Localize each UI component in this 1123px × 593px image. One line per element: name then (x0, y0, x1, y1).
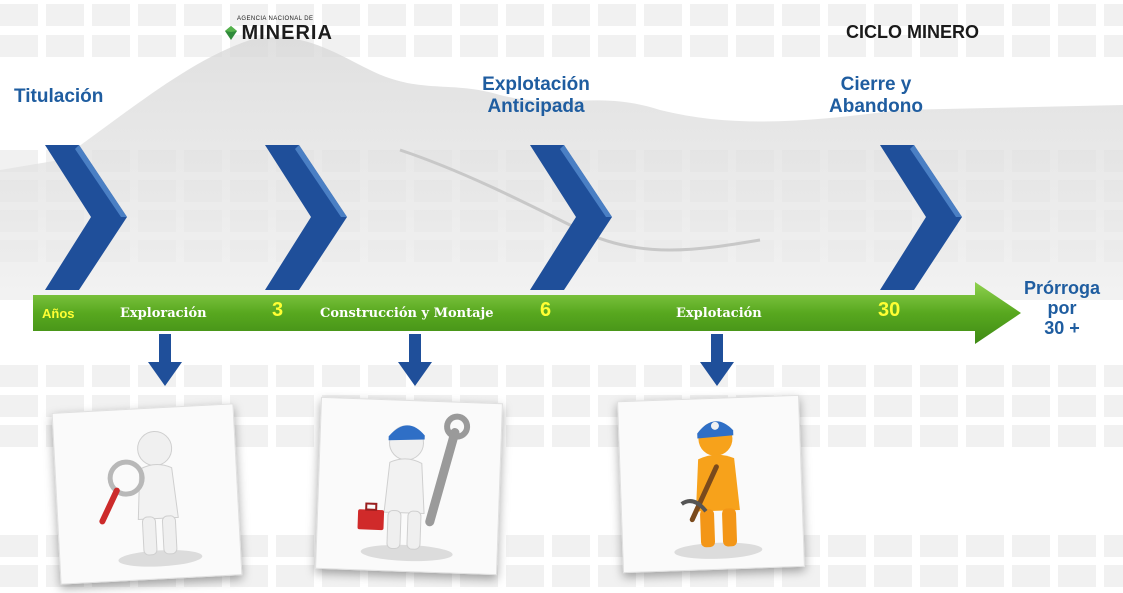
stage-titulacion-label: Titulación (14, 86, 104, 107)
chevron-icon-cierre (880, 145, 962, 290)
magnifier-figure-icon (99, 431, 203, 567)
agency-logo: AGENCIA NACIONAL DE MINERIA (225, 16, 333, 45)
stage-explotacion-anticipada: Explotación Anticipada (462, 74, 610, 118)
stage-cierre-abandono: Cierre y Abandono (812, 74, 940, 118)
stage-titulacion: Titulación (14, 86, 103, 108)
down-arrow-icon-2 (398, 334, 432, 386)
timeline-year-3: 3 (272, 299, 284, 321)
timeline-label-exploracion: Exploración (120, 306, 207, 321)
prorroga-line2: por (1047, 298, 1077, 318)
timeline-label-explotacion: Explotación (676, 306, 762, 321)
chevron-icon-construccion (265, 145, 347, 290)
logo-name: MINERIA (241, 22, 333, 44)
prorroga-line1: Prórroga (1023, 278, 1101, 298)
timeline-label-anos: Años (42, 306, 75, 321)
timeline-label-construccion: Construcción y Montaje (320, 306, 494, 321)
logo-small-text: AGENCIA NACIONAL DE (237, 16, 314, 22)
down-arrow-icon-1 (148, 334, 182, 386)
prorroga-label: Prórroga por 30 + (1016, 278, 1108, 338)
miner-pickaxe-figure-icon (674, 421, 763, 559)
timeline-year-6: 6 (540, 299, 552, 321)
chevron-icon-titulacion (45, 145, 127, 290)
prorroga-line3: 30 + (1044, 318, 1080, 338)
stage-explotacion-anticipada-line2: Anticipada (487, 96, 585, 117)
timeline-arrow (33, 282, 1021, 344)
down-arrow-icon-3 (700, 334, 734, 386)
stage-cierre-line1: Cierre y (840, 74, 912, 95)
timeline-year-30: 30 (878, 299, 901, 321)
diamond-icon (225, 26, 237, 40)
illustration-card-construccion (315, 396, 503, 576)
illustration-card-exploracion (51, 403, 243, 585)
wrench-toolbox-figure-icon (357, 413, 471, 562)
illustration-card-explotacion (617, 394, 805, 574)
chevron-icon-explotacion (530, 145, 612, 290)
diagram-title: CICLO MINERO (846, 22, 979, 42)
stage-cierre-line2: Abandono (829, 96, 923, 117)
stage-explotacion-anticipada-line1: Explotación (482, 74, 590, 95)
